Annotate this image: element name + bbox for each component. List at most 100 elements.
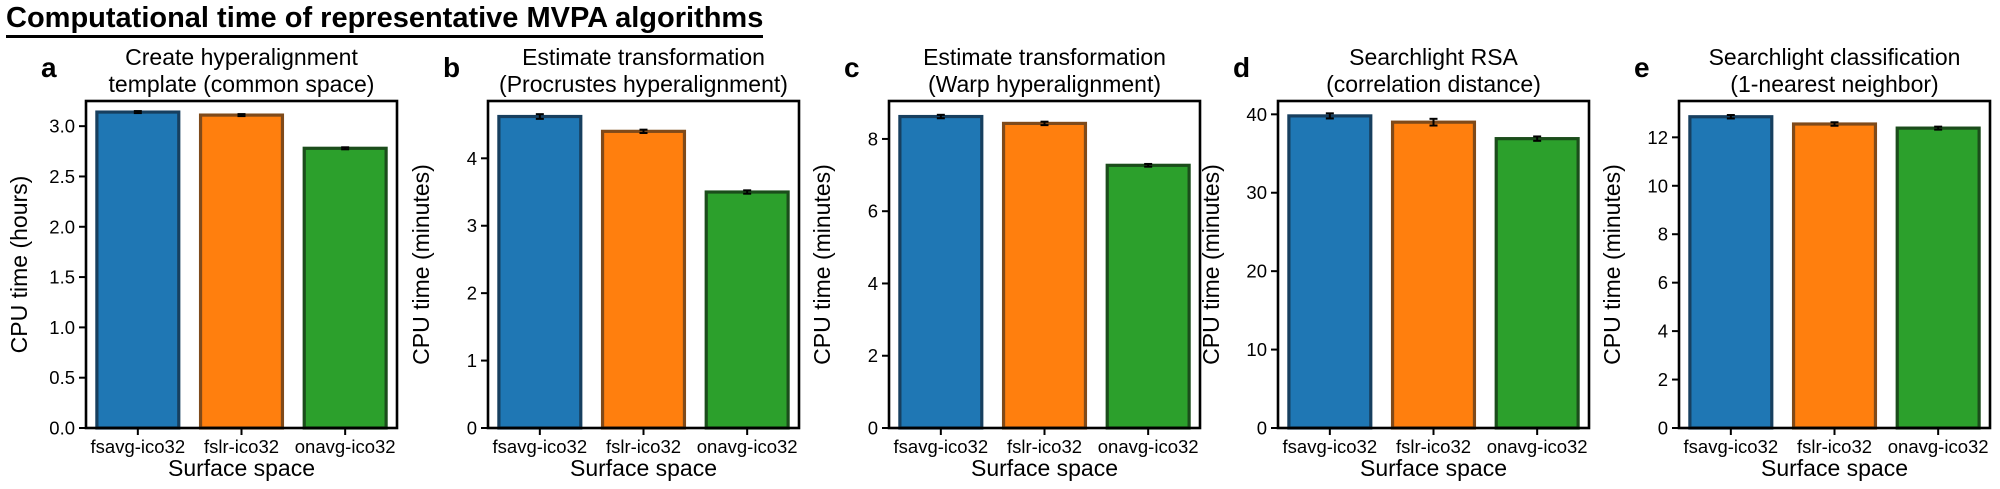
- x-tick-label: onavg-ico32: [1888, 436, 1989, 457]
- x-tick-label: fsavg-ico32: [91, 436, 186, 457]
- x-tick-label: fsavg-ico32: [493, 436, 588, 457]
- error-bar-onavg-ico32: [1934, 125, 1943, 131]
- y-tick-label: 0: [467, 418, 477, 439]
- error-bar-fsavg-ico32: [133, 110, 142, 115]
- x-tick-label: fslr-ico32: [606, 436, 681, 457]
- bar-fslr-ico32: [600, 129, 687, 430]
- panel-title-line: Create hyperalignment: [125, 44, 358, 70]
- bar-onavg-ico32: [1895, 126, 1981, 430]
- y-tick-label: 6: [868, 201, 878, 222]
- y-tick-label: 20: [1246, 261, 1267, 282]
- x-tick-label: onavg-ico32: [1098, 436, 1199, 457]
- error-bar-fslr-ico32: [237, 113, 246, 118]
- x-tick-label: fsavg-ico32: [1283, 436, 1378, 457]
- x-tick-label: fslr-ico32: [1396, 436, 1471, 457]
- panel-letter: b: [443, 52, 460, 83]
- y-tick-label: 0: [1257, 418, 1267, 439]
- x-tick-label: onavg-ico32: [1487, 436, 1588, 457]
- x-axis-label: Surface space: [971, 455, 1118, 481]
- y-tick-label: 8: [868, 128, 878, 149]
- panel-title-line: Estimate transformation: [923, 44, 1166, 70]
- y-tick-label: 6: [1658, 272, 1668, 293]
- y-tick-label: 2: [868, 345, 878, 366]
- panel-letter: a: [41, 52, 57, 83]
- error-bar-onavg-ico32: [1533, 135, 1542, 142]
- bar-onavg-ico32: [1494, 137, 1580, 430]
- x-tick-label: onavg-ico32: [697, 436, 798, 457]
- y-tick-label: 10: [1647, 175, 1668, 196]
- error-bar-onavg-ico32: [341, 146, 350, 151]
- y-tick-label: 40: [1246, 104, 1267, 125]
- y-axis-label: CPU time (minutes): [1198, 164, 1224, 365]
- error-bar-fslr-ico32: [1040, 120, 1049, 127]
- bar-fslr-ico32: [1390, 120, 1477, 430]
- error-bar-onavg-ico32: [743, 189, 752, 195]
- y-tick-label: 2: [467, 283, 477, 304]
- y-axis-label: CPU time (minutes): [809, 164, 835, 365]
- bar-onavg-ico32: [704, 190, 790, 430]
- panel-title-line: (Procrustes hyperalignment): [499, 71, 788, 97]
- bar-fsavg-ico32: [95, 110, 181, 430]
- x-tick-label: fsavg-ico32: [894, 436, 989, 457]
- y-tick-label: 10: [1246, 339, 1267, 360]
- plot-frame: [84, 99, 399, 430]
- y-tick-label: 3.0: [49, 116, 75, 137]
- y-tick-label: 0.0: [49, 418, 75, 439]
- y-tick-label: 2.0: [49, 216, 75, 237]
- panel-title-line: (Warp hyperalignment): [928, 71, 1161, 97]
- y-tick-label: 1: [467, 350, 477, 371]
- panel-title-line: Searchlight RSA: [1349, 44, 1518, 70]
- y-axis-label: CPU time (minutes): [408, 164, 434, 365]
- figure-title: Computational time of representative MVP…: [6, 2, 764, 38]
- error-bar-fsavg-ico32: [936, 113, 945, 120]
- bar-fslr-ico32: [1001, 121, 1088, 430]
- x-tick-label: fslr-ico32: [1797, 436, 1872, 457]
- error-bar-fsavg-ico32: [535, 113, 544, 120]
- panel-title-line: Searchlight classification: [1709, 44, 1961, 70]
- x-axis-label: Surface space: [1761, 455, 1908, 481]
- panel-title-line: (1-nearest neighbor): [1730, 71, 1938, 97]
- panel-title-line: template (common space): [109, 71, 375, 97]
- error-bar-onavg-ico32: [1144, 162, 1153, 168]
- y-axis-label: CPU time (hours): [6, 176, 32, 354]
- plot-frame: [1276, 99, 1591, 430]
- y-tick-label: 0: [1658, 418, 1668, 439]
- plot-frame: [887, 99, 1202, 430]
- bar-fsavg-ico32: [1688, 115, 1774, 430]
- error-bar-fslr-ico32: [1830, 121, 1839, 127]
- plot-frame: [1677, 99, 1992, 430]
- y-tick-label: 2: [1658, 369, 1668, 390]
- error-bar-fsavg-ico32: [1726, 114, 1735, 120]
- x-tick-label: fslr-ico32: [204, 436, 279, 457]
- error-bar-fslr-ico32: [639, 128, 648, 135]
- panel-title-line: (correlation distance): [1326, 71, 1541, 97]
- bar-fsavg-ico32: [1287, 114, 1373, 430]
- bar-fsavg-ico32: [497, 114, 583, 430]
- bar-fslr-ico32: [1791, 122, 1878, 430]
- bar-onavg-ico32: [1105, 163, 1191, 430]
- y-tick-label: 0: [868, 418, 878, 439]
- error-bar-fsavg-ico32: [1325, 112, 1334, 120]
- x-axis-label: Surface space: [168, 455, 315, 481]
- y-tick-label: 8: [1658, 224, 1668, 245]
- panel-letter: e: [1634, 52, 1650, 83]
- y-axis-label: CPU time (minutes): [1599, 164, 1625, 365]
- x-tick-label: fslr-ico32: [1007, 436, 1082, 457]
- error-bar-fslr-ico32: [1429, 117, 1438, 127]
- y-tick-label: 4: [467, 148, 477, 169]
- x-axis-label: Surface space: [570, 455, 717, 481]
- y-tick-label: 4: [1658, 321, 1668, 342]
- bar-fslr-ico32: [198, 113, 285, 430]
- y-tick-label: 0.5: [49, 367, 75, 388]
- panel-e: e Searchlight classification(1-nearest ne…: [1599, 44, 1992, 481]
- y-tick-label: 3: [467, 215, 477, 236]
- y-tick-label: 30: [1246, 182, 1267, 203]
- x-axis-label: Surface space: [1360, 455, 1507, 481]
- y-tick-label: 4: [868, 273, 878, 294]
- plot-frame: [486, 99, 801, 430]
